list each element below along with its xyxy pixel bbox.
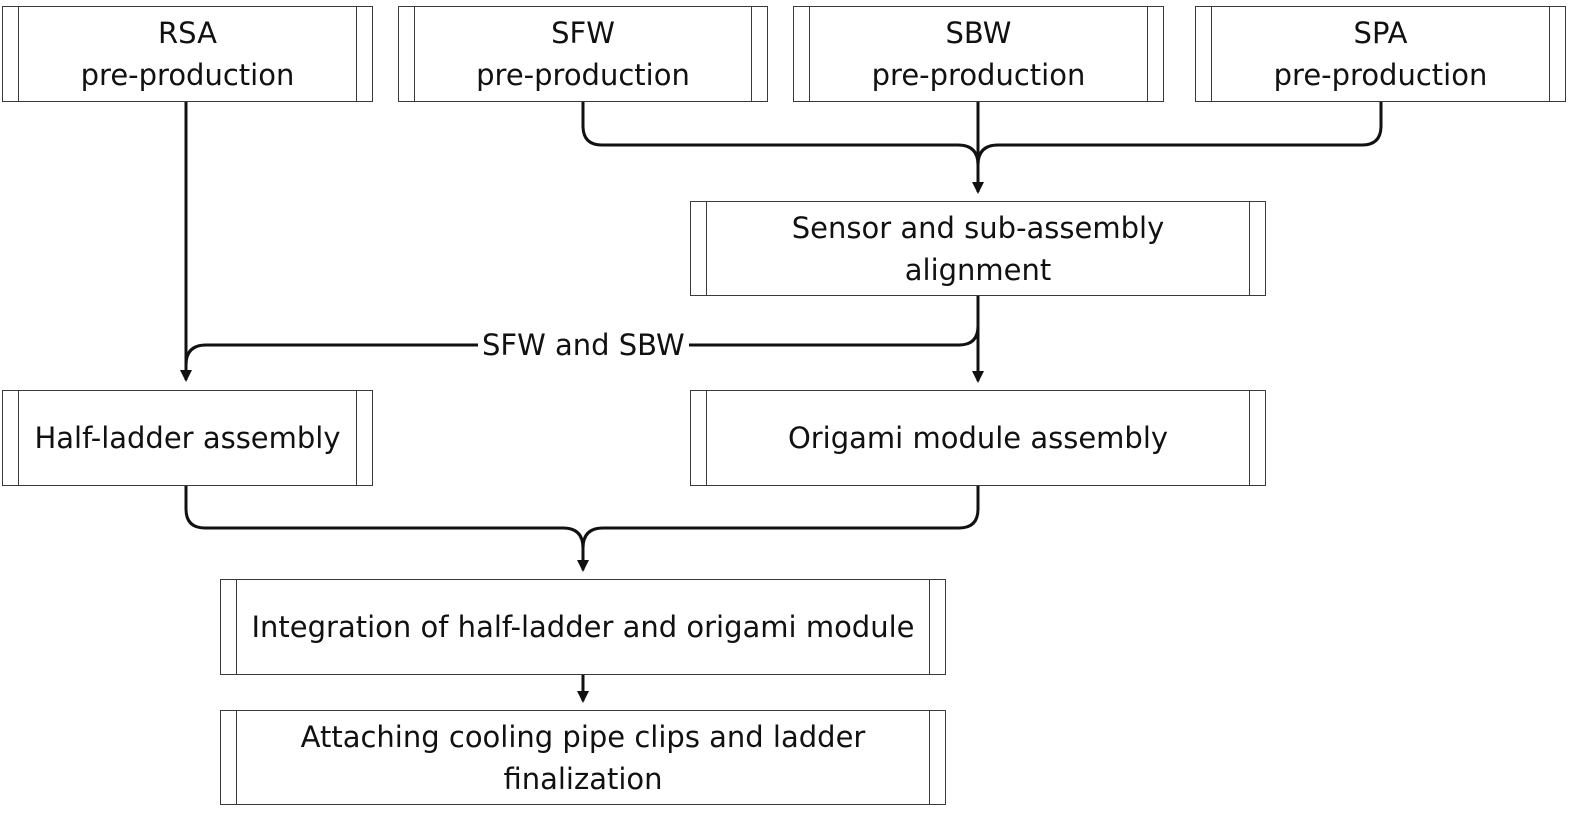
node-integration-label: Integration of half-ladder and origami m… xyxy=(251,610,915,644)
node-sfw-subtitle: pre-production xyxy=(476,58,690,92)
node-origami-module-assembly: Origami module assembly xyxy=(690,390,1266,486)
node-rsa-pre-production: RSA pre-production xyxy=(2,6,373,102)
node-spa-subtitle: pre-production xyxy=(1273,58,1488,92)
node-integration: Integration of half-ladder and origami m… xyxy=(220,579,946,675)
node-rsa-subtitle: pre-production xyxy=(80,58,295,92)
node-sbw-title: SBW xyxy=(945,16,1012,50)
node-sfw-pre-production: SFW pre-production xyxy=(398,6,768,102)
node-finalization-line1: Attaching cooling pipe clips and ladder xyxy=(300,719,866,754)
node-sfw-title: SFW xyxy=(551,16,615,50)
node-spa-title: SPA xyxy=(1353,16,1408,50)
connector-origami-merge xyxy=(581,486,980,549)
edge-label-sfw-sbw: SFW and SBW xyxy=(478,328,689,362)
node-half-ladder-label: Half-ladder assembly xyxy=(34,421,341,455)
node-rsa-title: RSA xyxy=(158,16,217,50)
node-spa-pre-production: SPA pre-production xyxy=(1195,6,1566,102)
node-half-ladder-assembly: Half-ladder assembly xyxy=(2,390,373,486)
connector-half-ladder-merge xyxy=(184,486,585,549)
node-sensor-alignment-label: Sensor and sub-assembly alignment xyxy=(791,210,1165,287)
node-sbw-subtitle: pre-production xyxy=(871,58,1086,92)
node-finalization: Attaching cooling pipe clips and ladder … xyxy=(220,710,946,805)
connector-spa-merge xyxy=(976,102,1383,166)
node-origami-label: Origami module assembly xyxy=(787,421,1169,455)
node-sensor-alignment: Sensor and sub-assembly alignment xyxy=(690,201,1266,296)
node-sbw-pre-production: SBW pre-production xyxy=(793,6,1164,102)
connector-sfw-merge xyxy=(581,102,980,166)
node-finalization-line2: finalization xyxy=(503,761,663,796)
connector-alignment-to-half-ladder xyxy=(184,310,980,366)
